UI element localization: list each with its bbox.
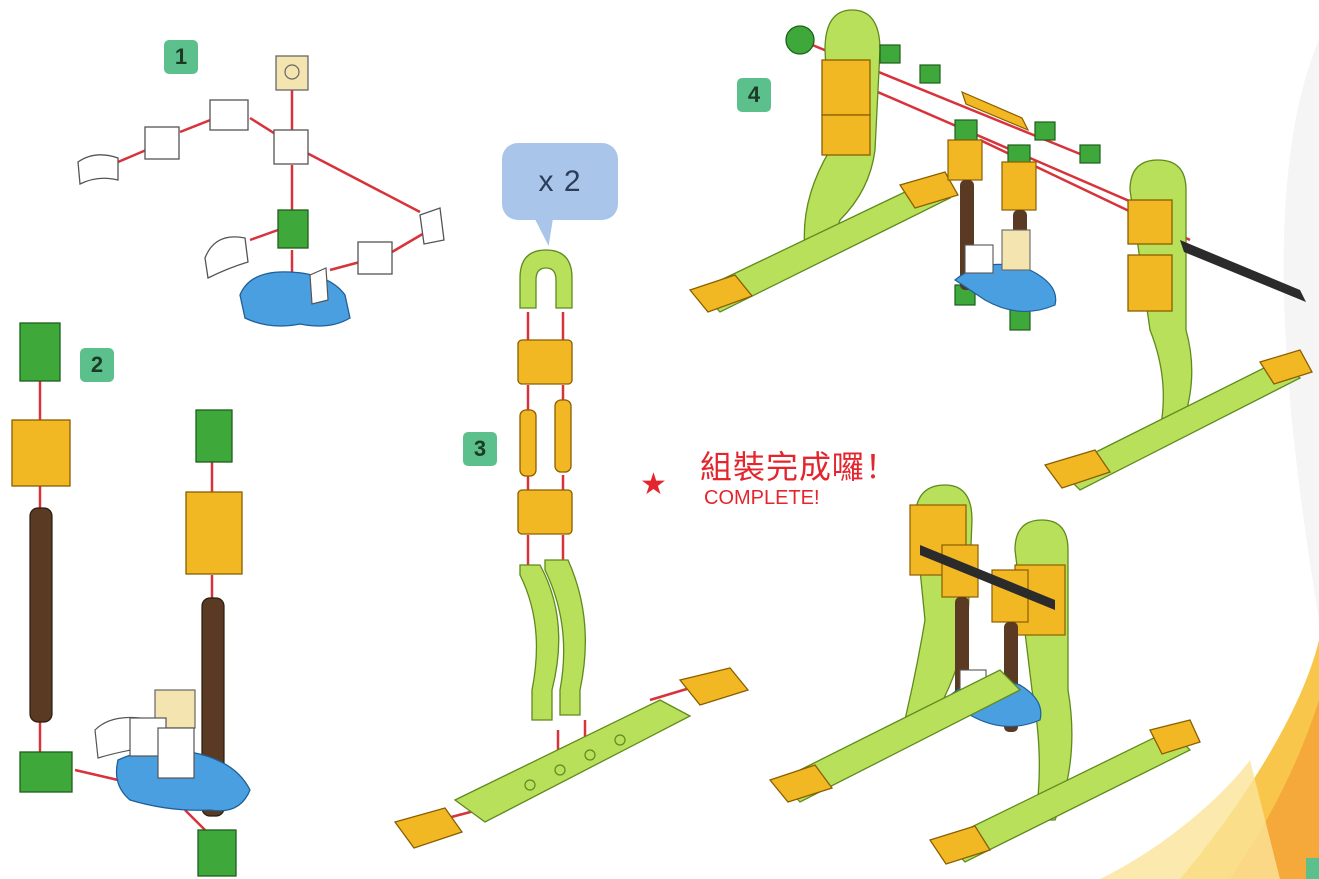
- step2-diagram: [11, 322, 251, 877]
- step3-diagram: [393, 249, 750, 849]
- star-icon: ★: [640, 468, 667, 501]
- completion-text-english: COMPLETE!: [704, 487, 820, 509]
- completion-text-chinese: 組裝完成囉！: [700, 448, 899, 486]
- step-2-badge: 2: [80, 348, 114, 382]
- step-1-badge: 1: [164, 40, 198, 74]
- step-3-badge: 3: [463, 432, 497, 466]
- step4-diagram: [688, 9, 1313, 491]
- background-swoosh: [1100, 40, 1319, 879]
- step-4-badge: 4: [737, 78, 771, 112]
- step1-diagram: [77, 55, 445, 327]
- complete-model: [768, 484, 1201, 865]
- quantity-text: x 2: [538, 164, 582, 198]
- quantity-bubble: x 2: [502, 143, 618, 220]
